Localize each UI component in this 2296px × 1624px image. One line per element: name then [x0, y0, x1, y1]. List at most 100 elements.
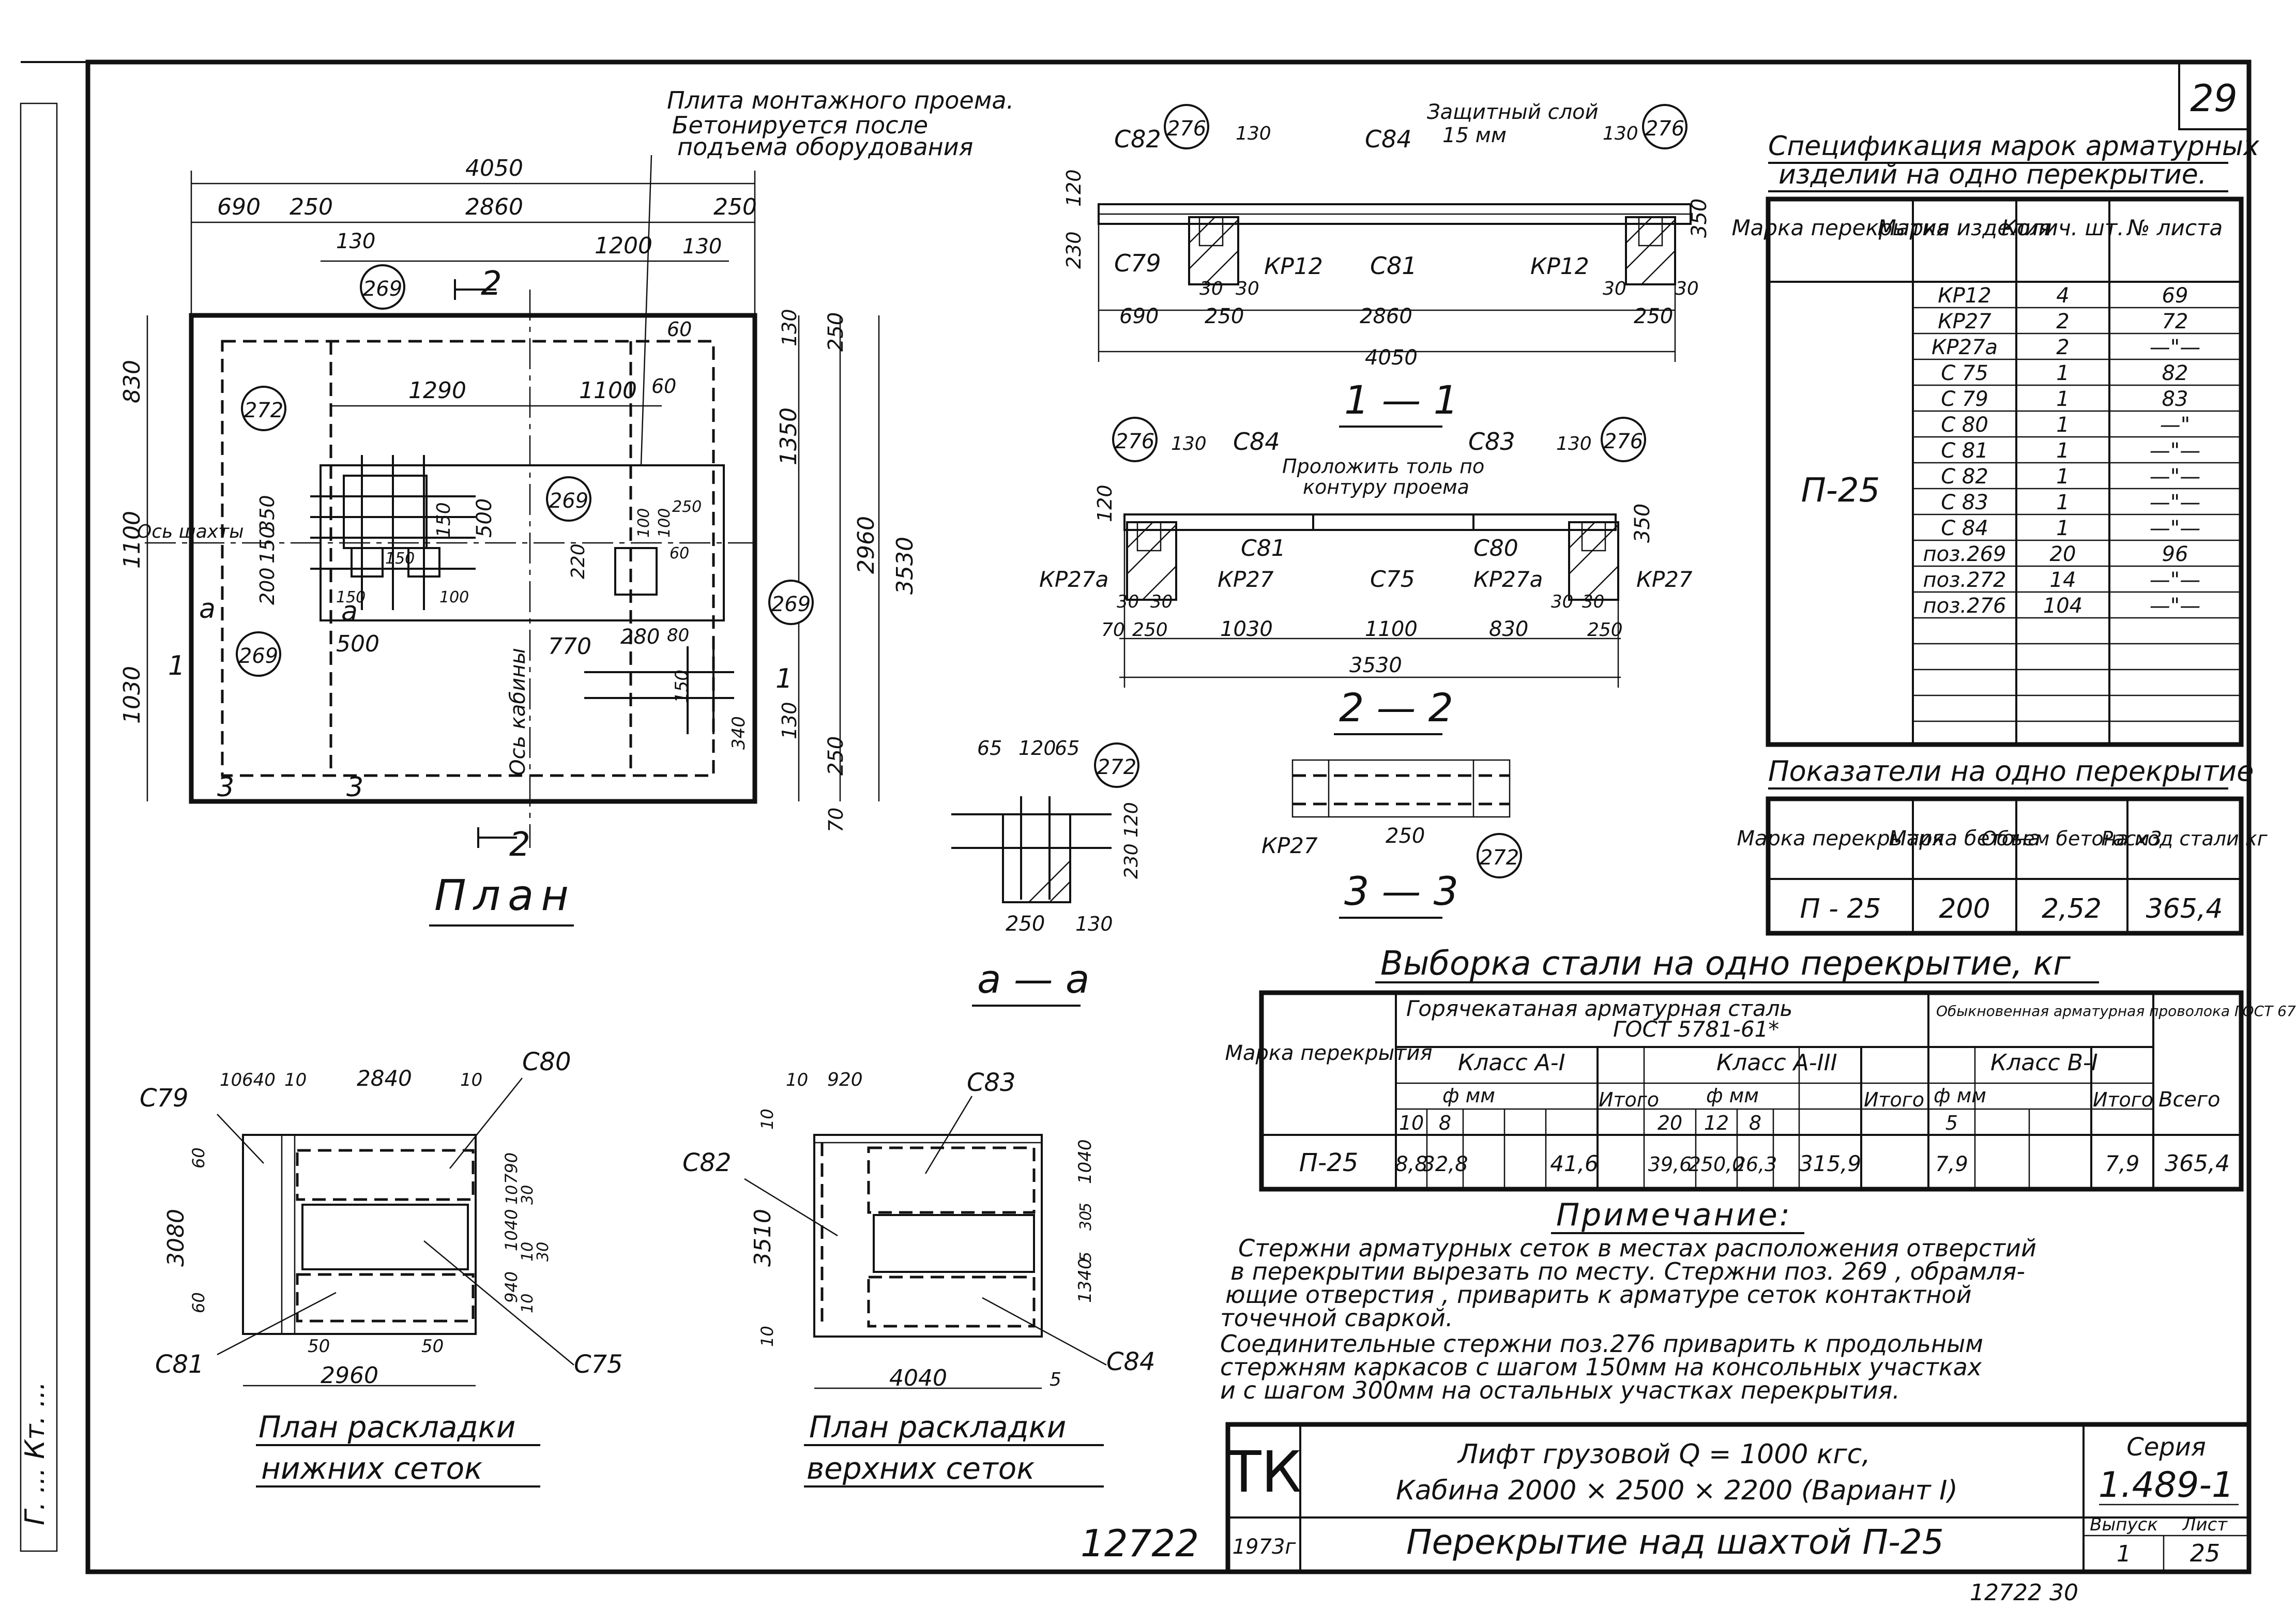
sheet-frame: [85, 59, 2252, 1574]
svg-text:Серия: Серия: [2126, 1433, 2206, 1462]
svg-text:30: 30: [1603, 278, 1626, 299]
steel-diameter: 8: [1439, 1112, 1451, 1134]
svg-text:120: 120: [1093, 484, 1116, 522]
svg-text:1030: 1030: [1220, 617, 1273, 641]
svg-text:1350: 1350: [776, 407, 802, 465]
steel-diameter: 8: [1749, 1112, 1761, 1134]
svg-text:30: 30: [1582, 591, 1604, 612]
steel-value: 32,8: [1422, 1152, 1468, 1176]
svg-text:КР27: КР27: [1636, 567, 1693, 592]
svg-text:120: 120: [1062, 169, 1085, 207]
svg-text:С80: С80: [522, 1048, 571, 1076]
spec-cell: 83: [2162, 387, 2188, 411]
svg-text:Класс А-III: Класс А-III: [1716, 1050, 1837, 1076]
svg-text:Соединительные стержни поз.276: Соединительные стержни поз.276 приварить…: [1220, 1330, 1983, 1358]
svg-text:2: 2: [509, 826, 530, 864]
svg-text:Лифт грузовой Q = 1000 кгс,: Лифт грузовой Q = 1000 кгс,: [1457, 1439, 1871, 1470]
section-2-2-title: 2 — 2: [1339, 685, 1453, 731]
spec-cell: КР27: [1938, 310, 1991, 333]
svg-text:50: 50: [308, 1336, 330, 1357]
svg-text:Обыкновенная арматурная провол: Обыкновенная арматурная проволока ГОСТ 6…: [1936, 1003, 2296, 1020]
spec-cell: поз.276: [1923, 594, 2006, 618]
svg-text:65: 65: [977, 737, 1002, 760]
steel-diameter: 12: [1704, 1112, 1729, 1134]
svg-text:269: 269: [549, 489, 588, 513]
svg-text:30: 30: [1551, 591, 1573, 612]
svg-text:План раскладки: План раскладки: [809, 1409, 1066, 1445]
svg-text:150: 150: [672, 670, 692, 703]
svg-text:Всего: Всего: [2158, 1088, 2221, 1112]
svg-text:269: 269: [363, 277, 402, 301]
svg-text:3530: 3530: [1349, 654, 1402, 677]
svg-text:1200: 1200: [595, 233, 652, 259]
svg-text:150: 150: [433, 502, 454, 538]
spec-cell: 72: [2162, 310, 2188, 333]
svg-text:269: 269: [771, 593, 811, 616]
svg-text:С79: С79: [1114, 249, 1161, 277]
svg-text:ф мм: ф мм: [1442, 1084, 1495, 1107]
spec-cell: 69: [2162, 284, 2188, 308]
svg-text:770: 770: [548, 633, 591, 660]
svg-text:250: 250: [290, 194, 333, 220]
svg-text:а: а: [341, 596, 358, 627]
svg-text:и с шагом 300мм на остальных у: и с шагом 300мм на остальных участках пе…: [1220, 1376, 1900, 1404]
spec-cell: 1: [2056, 465, 2069, 489]
svg-text:С83: С83: [1468, 428, 1515, 456]
section-3-3: 272 КР27 250 3 — 3: [1261, 759, 1522, 919]
svg-text:1100: 1100: [579, 377, 637, 404]
svg-text:230: 230: [1062, 231, 1085, 269]
svg-text:10: 10: [460, 1070, 482, 1090]
spec-cell: С 81: [1941, 439, 1988, 463]
steel-value: 26,3: [1734, 1153, 1777, 1176]
svg-text:30: 30: [1150, 591, 1173, 612]
svg-text:1: 1: [2117, 1541, 2131, 1567]
svg-text:276: 276: [1645, 117, 1684, 141]
svg-text:1040: 1040: [501, 1209, 521, 1251]
svg-text:269: 269: [239, 644, 278, 668]
spec-cell: —"—: [2150, 439, 2200, 463]
svg-text:276: 276: [1115, 430, 1154, 453]
upper-mesh-plan: С83 С82 С84 10 920 10 1040 3510 5 30 134…: [682, 1068, 1155, 1488]
sheet-number: 29: [2190, 77, 2238, 120]
svg-text:10: 10: [220, 1070, 242, 1090]
svg-text:150: 150: [336, 588, 366, 606]
svg-text:120: 120: [1121, 802, 1142, 838]
svg-text:272: 272: [1097, 755, 1136, 779]
svg-text:120: 120: [1018, 737, 1056, 760]
svg-text:100: 100: [635, 508, 653, 538]
steel-table: Выборка стали на одно перекрытие, кг Мар…: [1225, 945, 2296, 1192]
svg-text:ющие отверстия , приварить к а: ющие отверстия , приварить к арматуре се…: [1225, 1281, 1971, 1309]
stamp-number: 12722: [1081, 1522, 1199, 1565]
svg-text:Марка изделия: Марка изделия: [1877, 215, 2051, 240]
svg-text:2840: 2840: [357, 1066, 412, 1091]
svg-text:2960: 2960: [321, 1362, 378, 1389]
spec-cell: 1: [2056, 517, 2069, 540]
svg-text:130: 130: [1603, 123, 1638, 144]
svg-text:3530: 3530: [892, 537, 918, 595]
spec-cell: КР27а: [1932, 336, 1998, 359]
lower-mesh-plan: С79 С80 С81 С75 10 640 10 2840 10 3080 6…: [140, 1048, 623, 1488]
svg-text:Показатели на одно перекрытие: Показатели на одно перекрытие: [1768, 755, 2254, 787]
svg-text:2: 2: [481, 265, 502, 303]
svg-text:30: 30: [519, 1185, 537, 1205]
svg-text:Итого: Итого: [2093, 1088, 2153, 1111]
svg-text:70: 70: [1101, 619, 1125, 641]
section-1-1-title: 1 — 1: [1344, 377, 1458, 423]
svg-text:Итого: Итого: [1599, 1088, 1659, 1111]
spec-table-rowlines: [1913, 307, 2241, 722]
svg-text:Лист: Лист: [2182, 1514, 2228, 1535]
svg-text:70: 70: [825, 808, 847, 832]
svg-text:250: 250: [1132, 619, 1168, 641]
svg-text:ф мм: ф мм: [1934, 1084, 1986, 1107]
svg-text:250: 250: [824, 312, 848, 352]
svg-text:60: 60: [189, 1292, 208, 1313]
svg-text:КР12: КР12: [1264, 253, 1323, 280]
steel-total: 7,9: [2105, 1151, 2140, 1176]
svg-text:Защитный слой: Защитный слой: [1427, 100, 1599, 124]
svg-text:С81: С81: [1370, 252, 1417, 280]
svg-text:130: 130: [778, 702, 801, 739]
spec-cell: 2: [2056, 336, 2069, 359]
svg-text:230: 230: [1121, 843, 1142, 879]
svg-text:250: 250: [713, 194, 757, 220]
svg-text:1030: 1030: [119, 666, 145, 724]
